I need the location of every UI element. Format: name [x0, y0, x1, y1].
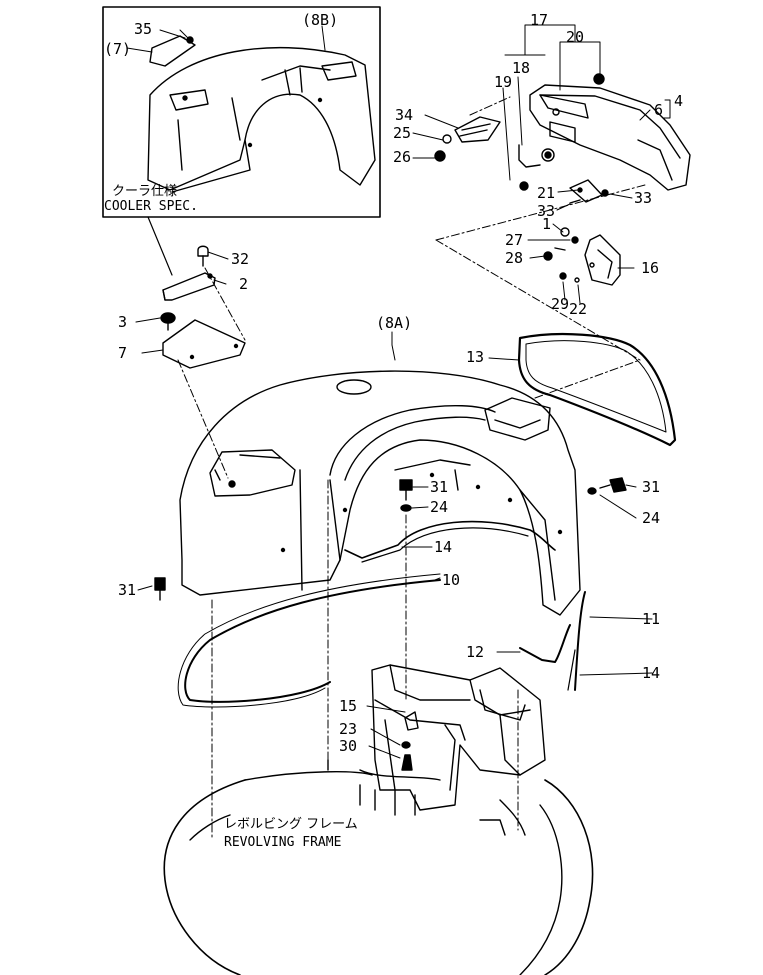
callout-14-upper: 14 — [434, 538, 453, 556]
callout-16: 16 — [641, 259, 660, 277]
callout-13: 13 — [466, 348, 485, 366]
frame-bracket — [359, 664, 546, 816]
strip-14-lower — [567, 649, 576, 691]
latch-21 — [569, 179, 603, 203]
callout-11: 11 — [642, 610, 661, 628]
bracket-16 — [584, 234, 621, 286]
frame-caption-jp: レボルビング フレーム — [224, 817, 358, 832]
callout-34: 34 — [395, 106, 414, 124]
callout-3: 3 — [118, 313, 128, 331]
callout-15: 15 — [339, 697, 358, 715]
callout-22: 22 — [569, 300, 588, 318]
callout-32: 32 — [231, 250, 250, 268]
bolt-31-left — [154, 577, 166, 601]
inset-cover-plate — [149, 35, 196, 67]
callout-29: 29 — [551, 295, 570, 313]
callout-23: 23 — [339, 720, 358, 738]
callout-27: 27 — [505, 231, 524, 249]
seal-11 — [574, 591, 586, 691]
callout-19: 19 — [494, 73, 513, 91]
callout-17: 17 — [530, 11, 549, 29]
washer-19 — [519, 181, 529, 191]
callout-31-right: 31 — [642, 478, 661, 496]
callout-8a: (8A) — [376, 314, 413, 332]
main-hood-8a — [179, 370, 581, 616]
inset-frame — [102, 6, 381, 218]
panel-4 — [529, 84, 691, 191]
callout-30: 30 — [339, 737, 358, 755]
bolt-31-center — [399, 479, 413, 501]
callout-24-right: 24 — [642, 509, 661, 527]
cover-plate-7 — [162, 319, 246, 369]
bolt-31-right — [599, 477, 627, 493]
inset-caption-jp: クーラ仕様 — [112, 184, 178, 199]
seal-10 — [177, 573, 441, 708]
leader-lines — [126, 24, 671, 759]
hose-14-upper — [344, 520, 556, 559]
callout-26: 26 — [393, 148, 412, 166]
callout-33-left: 33 — [537, 202, 556, 220]
frame-caption-en: REVOLVING FRAME — [224, 835, 342, 850]
inset-caption-en: COOLER SPEC. — [104, 199, 198, 214]
callout-8b: (8B) — [302, 11, 339, 29]
callout-28: 28 — [505, 249, 524, 267]
washer-24-right — [587, 487, 597, 495]
clip-3 — [160, 312, 176, 331]
callout-35: 35 — [134, 20, 153, 38]
screw-32 — [197, 245, 209, 267]
callout-1: 1 — [542, 215, 552, 233]
rod-18 — [518, 144, 541, 168]
callout-24-center: 24 — [430, 498, 449, 516]
callout-31-left: 31 — [118, 581, 137, 599]
washer-25 — [442, 134, 452, 144]
callout-4: 4 — [674, 92, 684, 110]
washer-24-center — [400, 504, 412, 512]
callout-33-right: 33 — [634, 189, 653, 207]
callout-12: 12 — [466, 643, 485, 661]
callout-2: 2 — [239, 275, 249, 293]
callout-14-lower: 14 — [642, 664, 661, 682]
seal-13 — [517, 332, 677, 447]
callout-31-center: 31 — [430, 478, 449, 496]
callout-10: 10 — [442, 571, 461, 589]
callout-20: 20 — [566, 28, 585, 46]
callout-7-ref: (7) — [104, 40, 132, 58]
callout-18: 18 — [512, 59, 531, 77]
inset-hood-8b — [147, 46, 376, 193]
revolving-frame — [163, 759, 594, 975]
callout-6: 6 — [654, 101, 664, 119]
guard-34 — [454, 116, 501, 143]
callout-7: 7 — [118, 344, 128, 362]
bracket-2 — [162, 272, 216, 301]
inset-leader — [147, 216, 173, 276]
inset-screw-35 — [186, 36, 194, 44]
nut-26 — [434, 150, 446, 162]
hose-12 — [519, 624, 571, 663]
callout-21: 21 — [537, 184, 556, 202]
callout-25: 25 — [393, 124, 412, 142]
grommet-20 — [593, 73, 605, 85]
